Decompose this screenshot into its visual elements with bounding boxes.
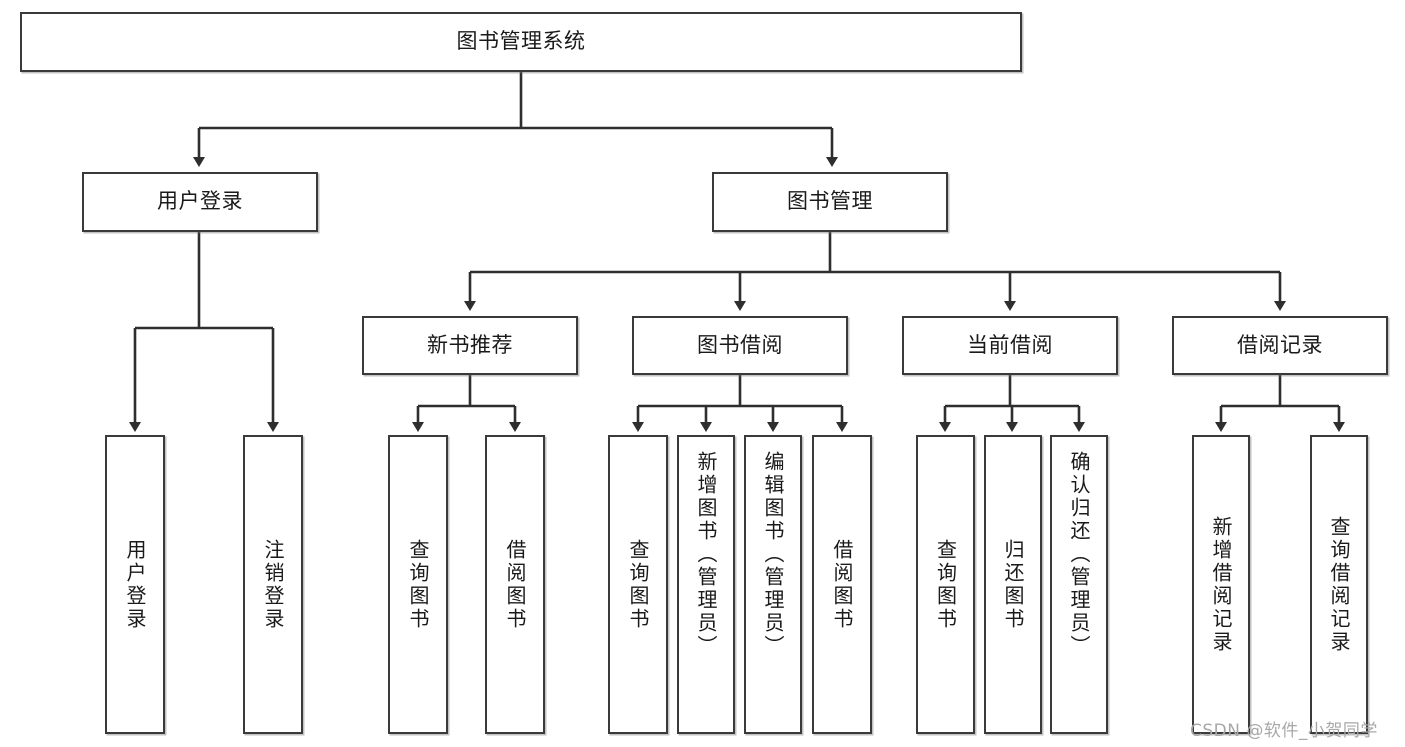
leaf-borrow-query-book-label: 查询图书 <box>626 538 650 631</box>
node-user-login[interactable]: 用户登录 <box>82 172 318 232</box>
leaf-borrow-borrow-book[interactable]: 借阅图书 <box>812 435 872 734</box>
leaf-current-query-book[interactable]: 查询图书 <box>916 435 975 734</box>
leaf-user-login-login[interactable]: 用户登录 <box>105 435 165 734</box>
node-book-management[interactable]: 图书管理 <box>712 172 948 232</box>
leaf-record-query-label: 查询借阅记录 <box>1327 515 1351 654</box>
leaf-new-book-query[interactable]: 查询图书 <box>388 435 448 734</box>
node-current-borrow[interactable]: 当前借阅 <box>902 316 1118 375</box>
leaf-current-confirm-return[interactable]: 确认归还（管理员） <box>1050 435 1108 734</box>
node-current-borrow-label: 当前借阅 <box>967 332 1053 357</box>
leaf-borrow-edit-book-label: 编辑图书（管理员） <box>761 451 785 658</box>
node-borrow-record-label: 借阅记录 <box>1237 332 1323 357</box>
node-book-borrow-label: 图书借阅 <box>697 332 783 357</box>
leaf-current-confirm-return-label: 确认归还（管理员） <box>1067 451 1091 658</box>
leaf-borrow-add-book-label: 新增图书（管理员） <box>694 451 718 658</box>
leaf-current-return-book-label: 归还图书 <box>1001 538 1025 631</box>
node-book-management-label: 图书管理 <box>787 189 873 214</box>
node-new-book-recommend-label: 新书推荐 <box>427 332 513 357</box>
leaf-user-login-login-label: 用户登录 <box>123 538 147 631</box>
node-user-login-label: 用户登录 <box>157 189 243 214</box>
leaf-user-login-logout-label: 注销登录 <box>261 538 285 631</box>
leaf-current-return-book[interactable]: 归还图书 <box>984 435 1042 734</box>
node-borrow-record[interactable]: 借阅记录 <box>1172 316 1388 375</box>
node-book-borrow[interactable]: 图书借阅 <box>632 316 848 375</box>
node-new-book-recommend[interactable]: 新书推荐 <box>362 316 578 375</box>
leaf-new-book-borrow-label: 借阅图书 <box>503 538 527 631</box>
leaf-new-book-query-label: 查询图书 <box>406 538 430 631</box>
leaf-record-add[interactable]: 新增借阅记录 <box>1192 435 1250 734</box>
node-root-system[interactable]: 图书管理系统 <box>20 12 1022 72</box>
leaf-borrow-add-book[interactable]: 新增图书（管理员） <box>677 435 735 734</box>
node-root-system-label: 图书管理系统 <box>456 29 586 54</box>
leaf-new-book-borrow[interactable]: 借阅图书 <box>485 435 545 734</box>
leaf-record-query[interactable]: 查询借阅记录 <box>1310 435 1368 734</box>
leaf-current-query-book-label: 查询图书 <box>933 538 958 631</box>
leaf-borrow-query-book[interactable]: 查询图书 <box>608 435 668 734</box>
leaf-user-login-logout[interactable]: 注销登录 <box>243 435 303 734</box>
leaf-record-add-label: 新增借阅记录 <box>1209 515 1233 654</box>
leaf-borrow-borrow-book-label: 借阅图书 <box>830 538 854 631</box>
leaf-borrow-edit-book[interactable]: 编辑图书（管理员） <box>744 435 802 734</box>
